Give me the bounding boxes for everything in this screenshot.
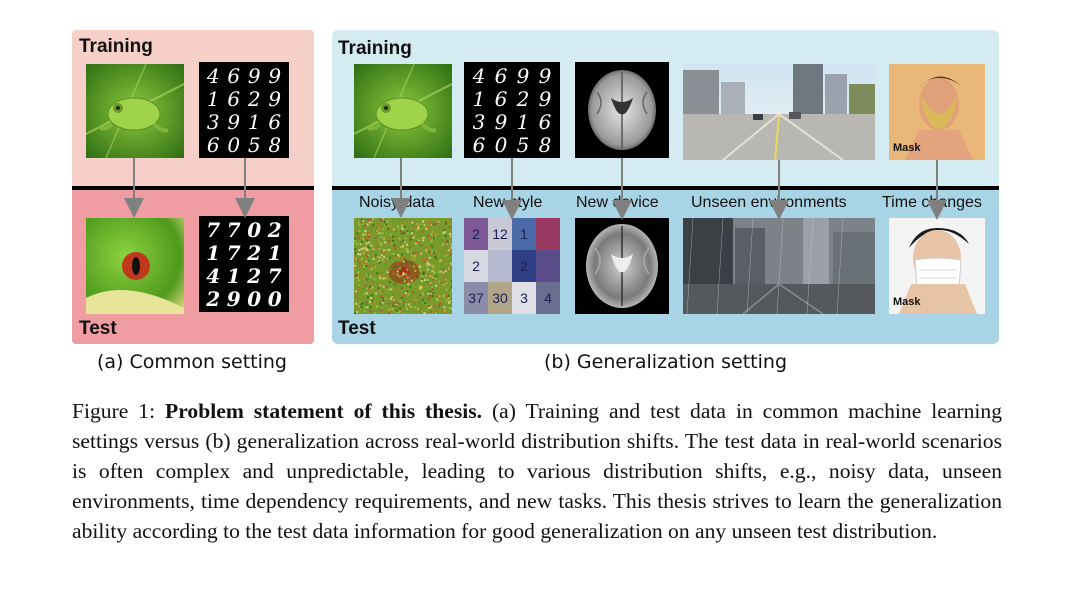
digit-glyph: 9 xyxy=(227,109,241,134)
digit-glyph: 9 xyxy=(268,86,282,111)
brain-mri-training-image xyxy=(575,62,669,158)
digit-glyph: 4 xyxy=(206,63,220,88)
digit-glyph: 9 xyxy=(538,63,552,88)
svhn-number: 4 xyxy=(544,290,552,306)
svhn-number: 3 xyxy=(520,290,528,306)
digit-glyph: 2 xyxy=(247,263,262,288)
digit-glyph: 1 xyxy=(267,240,282,265)
shift-label-new-style: New style xyxy=(473,194,543,211)
common-setting-divider xyxy=(72,186,314,190)
digit-glyph: 6 xyxy=(227,63,241,88)
subcaption-generalization-setting: (b) Generalization setting xyxy=(544,351,788,373)
noisy-frog-test-image xyxy=(354,218,452,314)
digit-glyph: 8 xyxy=(538,132,552,157)
digit-glyph: 4 xyxy=(472,63,486,88)
digit-glyph: 9 xyxy=(247,63,261,88)
digit-glyph: 9 xyxy=(226,286,241,311)
svhn-number: 1 xyxy=(520,226,528,242)
digit-glyph: 1 xyxy=(247,109,261,134)
digit-glyph: 0 xyxy=(247,217,262,242)
digit-glyph: 6 xyxy=(472,132,486,157)
digit-glyph: 1 xyxy=(206,240,221,265)
generalization-divider xyxy=(332,186,999,190)
frog-training-image xyxy=(86,64,184,158)
svhn-digit-grid: 2 12 1 2 2 37 30 3 4 xyxy=(464,218,560,314)
digit-glyph: 7 xyxy=(226,217,241,242)
digit-glyph: 0 xyxy=(267,286,282,311)
svhn-new-style-image: 2 12 1 2 2 37 30 3 4 xyxy=(464,218,560,314)
svhn-number: 30 xyxy=(492,290,508,306)
caption-body: (a) Training and test data in common mac… xyxy=(72,399,1002,543)
digit-glyph: 4 xyxy=(206,263,221,288)
frog-training-image-b xyxy=(354,64,452,158)
digit-glyph: 6 xyxy=(268,109,282,134)
digit-glyph: 6 xyxy=(206,132,220,157)
shift-label-unseen-environments: Unseen environments xyxy=(691,194,847,211)
subcaption-common-setting: (a) Common setting xyxy=(97,351,287,373)
digit-glyph: 6 xyxy=(494,63,508,88)
frog-closeup-test-image xyxy=(86,218,184,314)
digit-glyph: 1 xyxy=(516,109,530,134)
digit-glyph: 2 xyxy=(516,86,530,111)
svhn-number: 37 xyxy=(468,290,484,306)
mask-tag-training: Mask xyxy=(893,142,921,154)
digit-glyph: 0 xyxy=(494,132,508,157)
svhn-number: 2 xyxy=(472,226,480,242)
digit-glyph: 6 xyxy=(494,86,508,111)
digit-glyph: 1 xyxy=(206,86,220,111)
digit-glyph: 2 xyxy=(267,217,282,242)
digit-glyph: 3 xyxy=(472,109,486,134)
caption-prefix: Figure 1: xyxy=(72,399,166,423)
digit-glyph: 9 xyxy=(538,86,552,111)
brain-mri-new-device-image xyxy=(575,218,669,314)
mask-tag-test: Mask xyxy=(893,296,921,308)
digit-glyph: 6 xyxy=(227,86,241,111)
digit-glyph: 8 xyxy=(268,132,282,157)
digit-glyph: 2 xyxy=(247,86,261,111)
rainy-street-unseen-environment-image xyxy=(683,218,875,314)
digit-glyph: 5 xyxy=(516,132,530,157)
digit-glyph: 0 xyxy=(247,286,262,311)
digit-glyph: 7 xyxy=(267,263,282,288)
face-goldmask-training-image: Mask xyxy=(889,64,985,160)
digit-glyph: 2 xyxy=(206,286,221,311)
digit-glyph: 0 xyxy=(227,132,241,157)
shift-label-noisy-data: Noisy data xyxy=(359,194,435,211)
common-training-label: Training xyxy=(79,36,153,57)
generalization-training-label: Training xyxy=(338,38,412,59)
digit-glyph: 7 xyxy=(226,240,241,265)
digit-glyph: 1 xyxy=(226,263,241,288)
shift-label-new-device: New device xyxy=(576,194,659,211)
digit-glyph: 9 xyxy=(494,109,508,134)
svhn-number: 2 xyxy=(472,258,480,274)
digit-glyph: 2 xyxy=(247,240,262,265)
svhn-number: 2 xyxy=(520,258,528,274)
digit-glyph: 5 xyxy=(247,132,261,157)
svhn-number: 12 xyxy=(492,226,508,242)
generalization-test-label: Test xyxy=(338,318,376,339)
street-scene-training-image xyxy=(683,64,875,160)
digit-glyph: 3 xyxy=(206,109,220,134)
digit-glyph: 1 xyxy=(472,86,486,111)
digit-glyph: 9 xyxy=(268,63,282,88)
digit-glyph: 7 xyxy=(206,217,221,242)
digit-glyph: 6 xyxy=(538,109,552,134)
shift-label-time-changes: Time changes xyxy=(882,194,982,211)
common-test-label: Test xyxy=(79,318,117,339)
digit-glyph: 9 xyxy=(516,63,530,88)
figure-caption: Figure 1: Problem statement of this thes… xyxy=(72,396,1002,546)
face-medical-mask-test-image: Mask xyxy=(889,218,985,314)
caption-bold-title: Problem statement of this thesis. xyxy=(165,399,483,423)
